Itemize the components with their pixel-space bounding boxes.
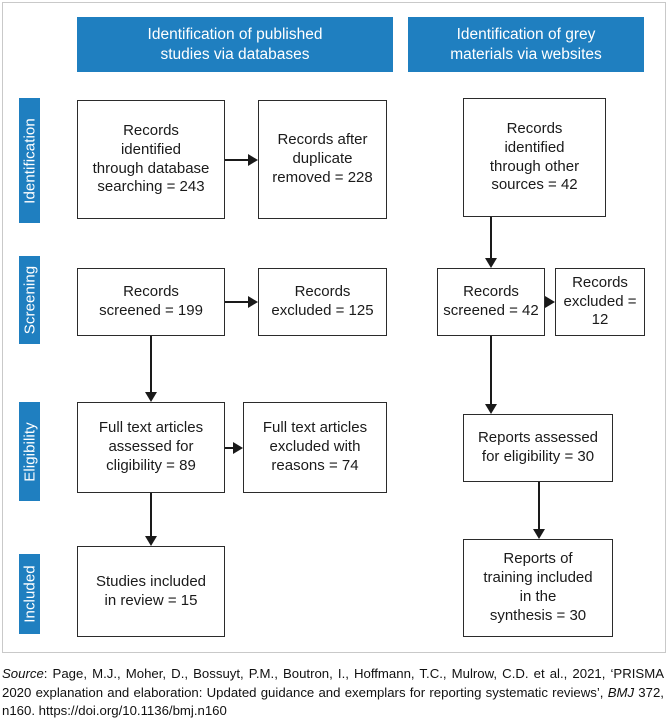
- prisma-flow-diagram: Identification of published studies via …: [2, 2, 666, 653]
- connector-l1-horizontal: [225, 159, 249, 161]
- box-records-screened-databases: Records screened = 199: [77, 268, 225, 336]
- arrowhead-r2-to-r3: [485, 404, 497, 414]
- arrowhead-r3-to-r4: [533, 529, 545, 539]
- caption-journal-name: BMJ: [607, 684, 635, 700]
- arrowhead-r1-to-r2: [485, 258, 497, 268]
- stage-label-included-text: Included: [21, 565, 38, 623]
- connector-r3-to-r4-vertical: [538, 482, 540, 530]
- stage-label-identification: Identification: [19, 98, 40, 223]
- stage-label-screening-text: Screening: [21, 265, 38, 335]
- connector-r2-to-r3-vertical: [490, 336, 492, 405]
- arrowhead-l3-right: [233, 442, 243, 454]
- connector-l2-horizontal: [225, 301, 249, 303]
- connector-l3-horizontal: [225, 447, 234, 449]
- box-full-text-excluded: Full text articles excluded with reasons…: [243, 402, 387, 493]
- connector-r1-to-r2-vertical: [490, 217, 492, 259]
- stage-label-identification-text: Identification: [21, 117, 38, 204]
- arrowhead-l2-to-l3: [145, 392, 157, 402]
- section-header-databases: Identification of published studies via …: [77, 17, 393, 72]
- box-studies-included-in-review: Studies included in review = 15: [77, 546, 225, 637]
- stage-label-screening: Screening: [19, 256, 40, 344]
- box-records-screened-grey: Records screened = 42: [437, 268, 545, 336]
- stage-label-eligibility: Eligibility: [19, 402, 40, 501]
- box-records-excluded-databases: Records excluded = 125: [258, 268, 387, 336]
- section-header-grey-materials: Identification of grey materials via web…: [408, 17, 644, 72]
- arrowhead-l1-right: [248, 154, 258, 166]
- caption-text-part-2: 372, n160. https://doi.org/10.1136/bmj.n…: [2, 684, 664, 719]
- connector-l3-to-l4-vertical: [150, 493, 152, 537]
- box-reports-of-training-included: Reports of training included in the synt…: [463, 539, 613, 637]
- caption-text-part-1: : Page, M.J., Moher, D., Bossuyt, P.M., …: [2, 666, 664, 700]
- stage-label-eligibility-text: Eligibility: [21, 421, 38, 482]
- stage-label-included: Included: [19, 554, 40, 634]
- box-full-text-assessed: Full text articles assessed for cligibil…: [77, 402, 225, 493]
- box-records-after-duplicate-removed: Records after duplicate removed = 228: [258, 100, 387, 219]
- box-records-excluded-grey: Records excluded = 12: [555, 268, 645, 336]
- box-records-identified-other-sources: Records identified through other sources…: [463, 98, 606, 217]
- connector-l2-to-l3-vertical: [150, 336, 152, 393]
- figure-source-caption: Source: Page, M.J., Moher, D., Bossuyt, …: [2, 665, 666, 721]
- arrowhead-l2-right: [248, 296, 258, 308]
- caption-source-label: Source: [2, 666, 44, 681]
- box-reports-assessed-for-eligibility: Reports assessed for eligibility = 30: [463, 414, 613, 482]
- arrowhead-l3-to-l4: [145, 536, 157, 546]
- box-records-identified-database: Records identified through database sear…: [77, 100, 225, 219]
- arrowhead-r2-right: [545, 296, 555, 308]
